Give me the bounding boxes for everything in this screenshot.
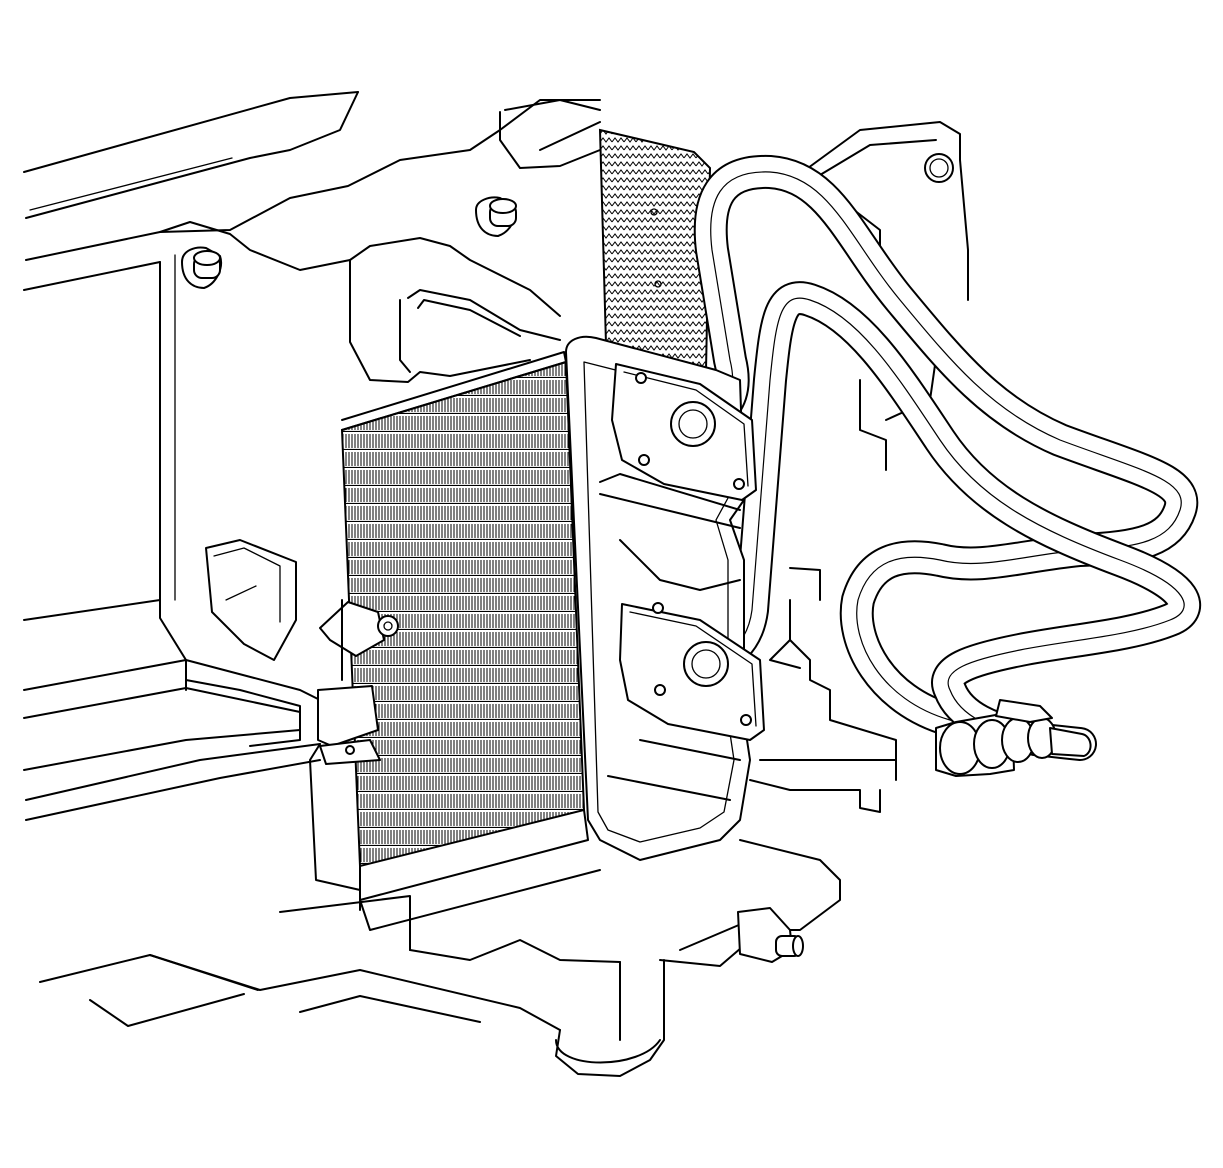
heater-core-cover bbox=[565, 335, 765, 861]
retaining-clip bbox=[317, 599, 399, 765]
drain-tube bbox=[737, 907, 804, 963]
heater-hoses bbox=[673, 154, 1201, 777]
stud-left bbox=[181, 246, 222, 289]
heater-core bbox=[340, 351, 601, 931]
hvac-module-housing bbox=[23, 91, 969, 1077]
hose-fittings bbox=[935, 699, 1092, 777]
foam-seal bbox=[598, 128, 712, 372]
mounting-studs bbox=[181, 196, 517, 289]
stud-center bbox=[475, 196, 517, 237]
